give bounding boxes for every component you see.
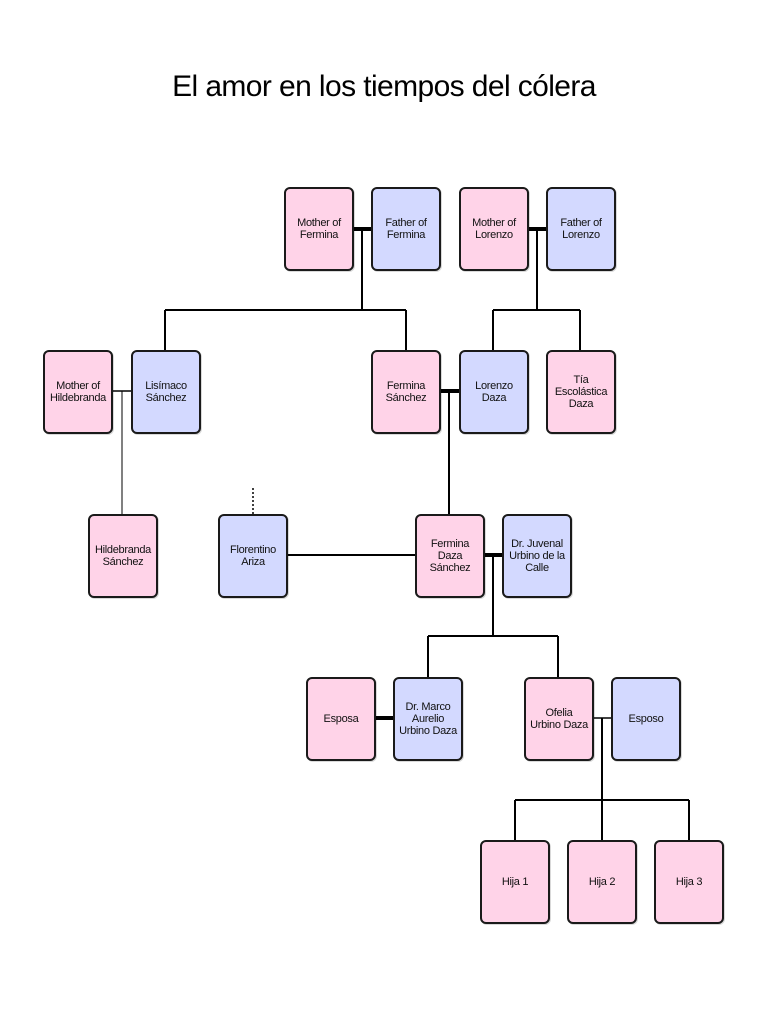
- node-mother-of-lorenzo: Mother of Lorenzo: [459, 187, 529, 271]
- node-florentino-ariza: Florentino Ariza: [218, 514, 288, 598]
- node-marco-aurelio-urbino: Dr. Marco Aurelio Urbino Daza: [393, 677, 463, 761]
- node-hildebranda-sanchez: Hildebranda Sánchez: [88, 514, 158, 598]
- node-father-of-lorenzo: Father of Lorenzo: [546, 187, 616, 271]
- node-hija-1: Hija 1: [480, 840, 550, 924]
- node-esposa: Esposa: [306, 677, 376, 761]
- node-father-of-fermina: Father of Fermina: [371, 187, 441, 271]
- node-mother-of-hildebranda: Mother of Hildebranda: [43, 350, 113, 434]
- node-fermina-sanchez: Fermina Sánchez: [371, 350, 441, 434]
- node-lisimaco-sanchez: Lisímaco Sánchez: [131, 350, 201, 434]
- diagram-title: El amor en los tiempos del cólera: [172, 70, 596, 103]
- node-tia-escolastica-daza: Tía Escolástica Daza: [546, 350, 616, 434]
- node-juvenal-urbino: Dr. Juvenal Urbino de la Calle: [502, 514, 572, 598]
- node-mother-of-fermina: Mother of Fermina: [284, 187, 354, 271]
- node-hija-3: Hija 3: [654, 840, 724, 924]
- node-esposo: Esposo: [611, 677, 681, 761]
- node-hija-2: Hija 2: [567, 840, 637, 924]
- node-fermina-daza-sanchez: Fermina Daza Sánchez: [415, 514, 485, 598]
- node-ofelia-urbino-daza: Ofelia Urbino Daza: [524, 677, 594, 761]
- node-lorenzo-daza: Lorenzo Daza: [459, 350, 529, 434]
